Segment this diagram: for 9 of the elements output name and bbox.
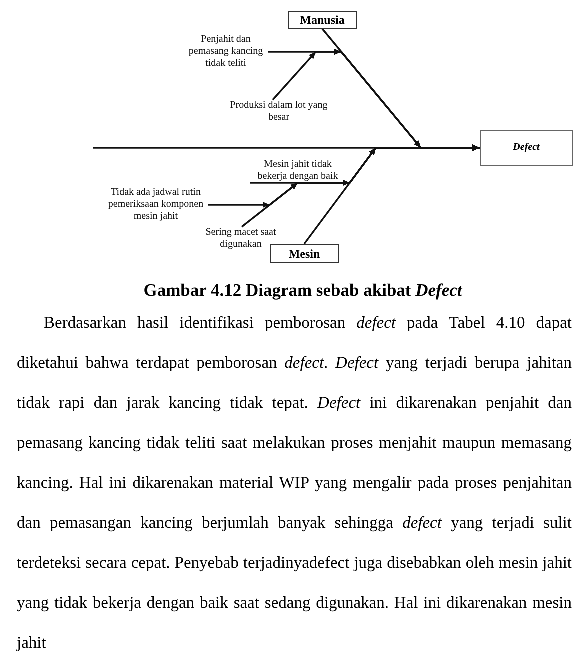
cause-text: Penjahit dan pemasang kancing tidak teliti <box>184 34 268 70</box>
cause-text: Mesin jahit tidak bekerja dengan baik <box>250 159 346 183</box>
body-paragraph: Berdasarkan hasil identifikasi pemborosan defect pada Tabel 4.10 dapat diketahui bahwa terdapat pemborosan defect. Defect yang terjadi berupa jahitan tidak rapi dan jarak kancing tidak tepat. Defect ini dikarenakan penjahit dan pemasang kancing tidak teliti saat melakukan proses menjahit maupun memasang kancing. Hal ini dikarenakan material WIP yang mengalir pada proses penjahitan dan pemasangan kancing berjumlah banyak sehingga defect yang terjadi sulit terdeteksi secara cepat. Penyebab terjadinyadefect juga disebabkan oleh mesin jahit yang tidak bekerja dengan baik saat sedang digunakan. Hal ini dikarenakan mesin jahit <box>17 312 572 654</box>
effect-box: Defect <box>480 130 573 166</box>
cause-text: Produksi dalam lot yang besar <box>224 100 334 124</box>
category-box: Mesin <box>270 244 339 263</box>
category-box: Manusia <box>288 11 357 29</box>
cause-text: Tidak ada jadwal rutin pemeriksaan komponen mesin jahit <box>104 187 208 223</box>
figure-caption: Gambar 4.12 Diagram sebab akibat Defect <box>144 279 462 301</box>
